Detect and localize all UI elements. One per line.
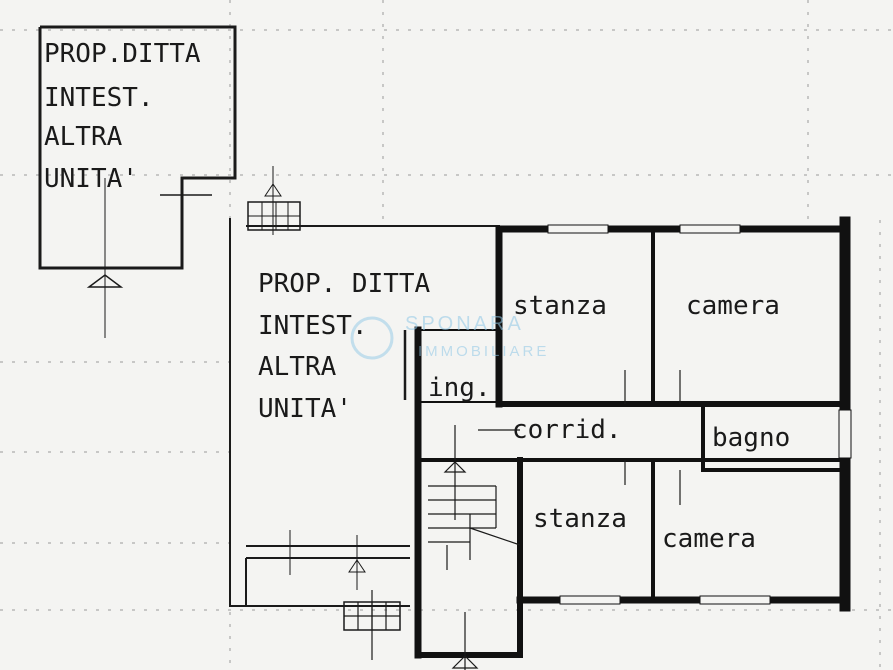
main-label-line4: UNITA' bbox=[258, 394, 352, 424]
room-camera-bottom: camera bbox=[662, 524, 756, 554]
annex-label-line1: PROP.DITTA bbox=[44, 39, 201, 69]
main-label-line1: PROP. DITTA bbox=[258, 269, 431, 299]
watermark: SPONARA IMMOBILIARE bbox=[350, 313, 549, 360]
room-stanza-top: stanza bbox=[513, 291, 607, 321]
room-ingresso: ing. bbox=[428, 373, 491, 403]
neighbour-unit-outline bbox=[229, 166, 500, 607]
room-camera-top: camera bbox=[686, 291, 780, 321]
annex-label-line2: INTEST. bbox=[44, 83, 154, 113]
room-bagno: bagno bbox=[712, 423, 790, 453]
watermark-logo-icon bbox=[350, 316, 394, 360]
room-stanza-bottom: stanza bbox=[533, 504, 627, 534]
interior-details bbox=[343, 330, 681, 670]
main-label-line3: ALTRA bbox=[258, 352, 337, 382]
windows bbox=[547, 224, 852, 605]
room-labels: PROP.DITTA INTEST. ALTRA UNITA' PROP. DI… bbox=[44, 39, 790, 554]
annex-outline bbox=[38, 25, 237, 338]
annex-label-line4: UNITA' bbox=[44, 164, 138, 194]
main-label-line2: INTEST. bbox=[258, 311, 368, 341]
watermark-line1: SPONARA bbox=[405, 313, 524, 335]
watermark-line2: IMMOBILIARE bbox=[418, 343, 549, 360]
room-corridoio: corrid. bbox=[512, 415, 622, 445]
annex-label-line3: ALTRA bbox=[44, 122, 123, 152]
